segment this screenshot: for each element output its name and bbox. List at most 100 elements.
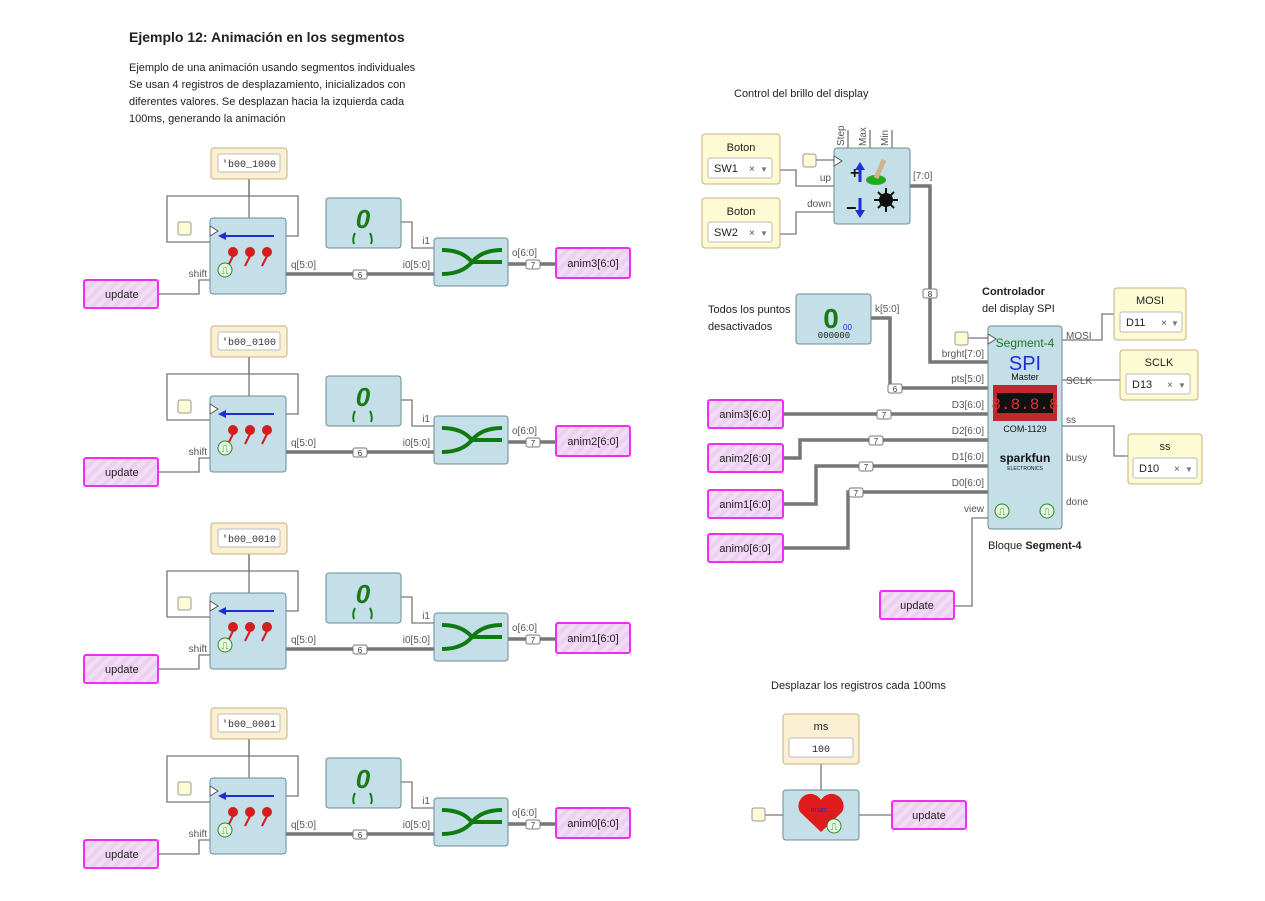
timer-param-block[interactable]: ms 100	[782, 713, 860, 765]
anim-output-label[interactable]: anim0[6:0]	[555, 807, 631, 839]
points-bus	[871, 316, 988, 390]
const-value: 'b00_1000	[222, 159, 276, 171]
chevron-down-icon: ▼	[1185, 465, 1193, 474]
sun-icon	[874, 188, 898, 212]
heart-icon	[798, 793, 844, 832]
anim-output-label[interactable]: anim3[6:0]	[555, 247, 631, 279]
reset-input-toggle[interactable]	[177, 399, 192, 414]
reset-input-toggle[interactable]	[177, 596, 192, 611]
svg-text:×: ×	[749, 228, 755, 239]
anim-output-label[interactable]: anim1[6:0]	[555, 622, 631, 654]
svg-text:update: update	[912, 810, 946, 822]
svg-text:Step: Step	[836, 125, 847, 146]
svg-text:view: view	[964, 504, 985, 515]
clock-icon	[826, 818, 842, 834]
svg-text:×: ×	[1161, 318, 1167, 329]
pin-select[interactable]	[1125, 373, 1191, 395]
segment-zero-icon: 0	[356, 382, 371, 412]
pin-select[interactable]	[707, 221, 773, 243]
anim-output-label[interactable]: anim2[6:0]	[555, 425, 631, 457]
svg-text:o[6:0]: o[6:0]	[512, 426, 537, 437]
const-block[interactable]: 'b00_0100	[210, 325, 288, 358]
brightness-counter-block[interactable]: + −	[833, 147, 911, 225]
anim3-input-label[interactable]: anim3[6:0]	[707, 399, 784, 429]
ms-input[interactable]	[788, 737, 854, 758]
svg-text:SPI: SPI	[1009, 353, 1041, 375]
reset-input-toggle[interactable]	[177, 221, 192, 236]
clock-icon	[217, 822, 233, 838]
bus-join-block[interactable]	[433, 797, 509, 847]
view-update-label[interactable]: update	[879, 590, 955, 620]
segment-code-block[interactable]: 0	[325, 572, 402, 624]
const-block[interactable]: 'b00_0001	[210, 707, 288, 740]
bus-width-tag	[525, 634, 541, 645]
pin-ss-block[interactable]: ss D10 × ▼	[1127, 433, 1203, 485]
shift-register-block[interactable]: ⎍	[209, 395, 287, 473]
reset-input-toggle[interactable]	[954, 331, 969, 346]
chevron-down-icon: ▼	[760, 165, 768, 174]
brightness-comment: Control del brillo del display	[734, 88, 869, 100]
reset-input-toggle[interactable]	[177, 781, 192, 796]
anim1-input-label[interactable]: anim1[6:0]	[707, 489, 784, 519]
const-block[interactable]: 'b00_0010	[210, 522, 288, 555]
pin-select[interactable]	[1119, 311, 1183, 333]
svg-text:SCLK: SCLK	[1066, 376, 1092, 387]
svg-text:anim2[6:0]: anim2[6:0]	[567, 436, 618, 448]
timer-block[interactable]: msec ⎍	[782, 789, 860, 841]
pin-select[interactable]	[707, 157, 773, 179]
brightness-bus	[910, 184, 988, 364]
pin-sclk-block[interactable]: SCLK D13 × ▼	[1119, 349, 1199, 401]
timer-update-label[interactable]: update	[891, 800, 967, 830]
svg-text:D13: D13	[1132, 379, 1152, 391]
svg-text:+: +	[850, 165, 859, 182]
timer-wires	[765, 764, 892, 816]
svg-text:msec: msec	[811, 807, 828, 814]
svg-text:update: update	[105, 289, 139, 301]
shift-register-block[interactable]: ⎍	[209, 592, 287, 670]
bus-width-tag	[858, 461, 874, 472]
svg-text:7: 7	[854, 489, 859, 498]
segment-code-block[interactable]: 0	[325, 197, 402, 249]
chevron-down-icon: ▼	[760, 229, 768, 238]
bus-join-block[interactable]	[433, 415, 509, 465]
svg-text:D11: D11	[1126, 317, 1145, 329]
svg-text:busy: busy	[1066, 453, 1087, 464]
segment-code-block[interactable]: 0	[325, 375, 402, 427]
bus-width-tag	[352, 829, 368, 840]
bus-join-block[interactable]	[433, 612, 509, 662]
shift-register-block[interactable]: ⎍	[209, 777, 287, 855]
svg-text:⎍: ⎍	[222, 266, 229, 277]
pin-select[interactable]	[1132, 457, 1198, 479]
svg-text:[7:0]: [7:0]	[913, 171, 933, 182]
svg-text:7: 7	[882, 411, 887, 420]
sparkfun-logo: sparkfun	[1000, 451, 1051, 465]
svg-text:×: ×	[1174, 464, 1180, 475]
bus-width-tag	[525, 259, 541, 270]
anim0-input-label[interactable]: anim0[6:0]	[707, 533, 784, 563]
svg-text:7: 7	[531, 821, 536, 830]
clock-icon	[217, 440, 233, 456]
update-label[interactable]: update	[83, 654, 159, 684]
update-label[interactable]: update	[83, 839, 159, 869]
reset-input-toggle[interactable]	[802, 153, 817, 168]
pin-mosi-block[interactable]: MOSI D11 × ▼	[1113, 287, 1187, 341]
segment4-controller-block[interactable]: Segment-4 SPI Master 8.8.8.8 COM-1129 sp…	[987, 325, 1063, 530]
button-sw2-block[interactable]: Boton SW2 × ▼	[701, 197, 781, 249]
segment-code-block[interactable]: 0	[325, 757, 402, 809]
const-block[interactable]: 'b00_1000	[210, 147, 288, 180]
controller-comment: del display SPI	[982, 303, 1055, 315]
anim2-input-label[interactable]: anim2[6:0]	[707, 443, 784, 473]
button-sw1-block[interactable]: Boton SW1 × ▼	[701, 133, 781, 185]
svg-text:update: update	[105, 849, 139, 861]
svg-text:×: ×	[1167, 380, 1173, 391]
svg-text:Boton: Boton	[727, 142, 756, 154]
reset-input-toggle[interactable]	[751, 807, 766, 822]
svg-text:MOSI: MOSI	[1066, 331, 1092, 342]
update-label[interactable]: update	[83, 279, 159, 309]
shift-register-block[interactable]: ⎍	[209, 217, 287, 295]
bus-join-block[interactable]	[433, 237, 509, 287]
segment-zero-icon: 0	[356, 764, 371, 794]
points-const-block[interactable]: 0 00 000000	[795, 293, 872, 345]
update-label[interactable]: update	[83, 457, 159, 487]
